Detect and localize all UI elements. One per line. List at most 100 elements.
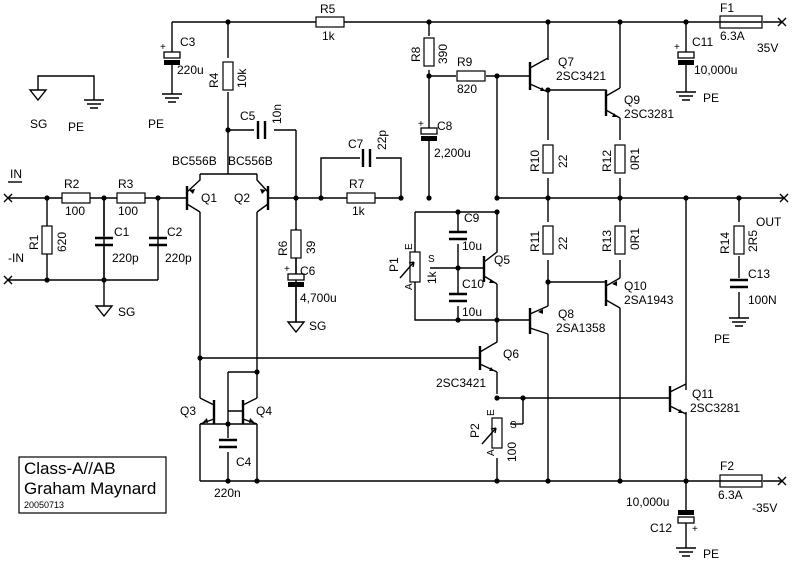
q2-ref: Q2: [234, 191, 250, 205]
capacitor-c4: [219, 438, 237, 449]
q1-ref: Q1: [201, 191, 217, 205]
p1-pin-a: A: [404, 283, 415, 290]
fuse-f1: [719, 15, 763, 29]
title-line1: Class-A//AB: [24, 459, 116, 478]
junction-dots: [44, 19, 742, 484]
resistor-r14: [733, 225, 745, 255]
sg-ground-icon: [94, 305, 114, 318]
transistor-q8: [528, 305, 549, 335]
c8-value: 2,200u: [434, 146, 471, 160]
p2-pin-s: S: [510, 420, 517, 431]
p2-value: 100: [505, 442, 519, 462]
c13-ref: C13: [748, 267, 770, 281]
c1-value: 220p: [112, 251, 139, 265]
resistor-r1: [41, 225, 53, 255]
sg-label: SG: [118, 305, 135, 319]
capacitor-c10: [449, 292, 467, 303]
c1-ref: C1: [114, 225, 130, 239]
transistor-q10: [604, 277, 621, 309]
r7-ref: R7: [349, 177, 365, 191]
f1-ref: F1: [720, 1, 734, 15]
terminals: IN -IN OUT 35V -35V: [3, 17, 789, 515]
sg-ground-icon: [286, 321, 306, 334]
r5-value: 1k: [322, 29, 336, 43]
r8-value: 390: [436, 44, 450, 64]
capacitor-c3: [163, 42, 181, 72]
f2-ref: F2: [720, 459, 734, 473]
resistor-r7: [346, 192, 376, 204]
pe-ground-icon: [676, 91, 696, 101]
q7-ref: Q7: [558, 55, 574, 69]
c3-ref: C3: [180, 35, 196, 49]
r8-ref: R8: [409, 46, 423, 62]
transistor-q9: [604, 87, 621, 119]
pe-label: PE: [703, 547, 719, 561]
q9-ref: Q9: [624, 93, 640, 107]
r12-ref: R12: [600, 150, 614, 172]
title-block: Class-A//AB Graham Maynard 20050713: [18, 456, 167, 514]
r10-ref: R10: [528, 150, 542, 172]
pot-p2: [481, 417, 503, 449]
resistor-r11: [542, 225, 554, 255]
q11-type: 2SC3281: [690, 401, 740, 415]
c7-ref: C7: [348, 137, 364, 151]
c12-plus: +: [692, 524, 698, 535]
q3-ref: Q3: [180, 404, 196, 418]
p1-ref: P1: [387, 257, 401, 272]
r4-ref: R4: [207, 72, 221, 88]
p1-pin-s: S: [428, 254, 435, 265]
transistors: Q1 BC556B Q2 BC556B Q3 Q4 Q5: [172, 55, 740, 425]
transistor-q5: [482, 240, 498, 285]
pe-label: PE: [703, 91, 719, 105]
c11-plus: +: [674, 42, 680, 53]
transistor-q1: [185, 174, 201, 213]
capacitor-c2: [149, 236, 167, 247]
p2-ref: P2: [468, 423, 482, 438]
r11-value: 22: [556, 236, 570, 250]
p1-value: 1k: [425, 270, 439, 284]
pe-label: PE: [714, 332, 730, 346]
pe-ground-icon: [729, 317, 749, 327]
r9-ref: R9: [457, 55, 473, 69]
q5-ref: Q5: [494, 253, 510, 267]
pe-ground-icon: [676, 547, 696, 557]
resistor-r8: [423, 37, 435, 67]
r11-ref: R11: [528, 231, 542, 252]
r3-value: 100: [118, 204, 138, 218]
c13-value: 100N: [748, 293, 777, 307]
pot-p1: [399, 251, 421, 283]
v-pos-terminal-icon: [777, 17, 787, 27]
transistor-q7: [528, 57, 549, 93]
sg-label: SG: [309, 319, 326, 333]
p1-pin-e: E: [404, 243, 415, 250]
c7-value: 22p: [375, 130, 389, 150]
q10-type: 2SA1943: [624, 293, 674, 307]
c4-value: 220n: [214, 486, 241, 500]
c2-value: 220p: [165, 251, 192, 265]
resistor-r10: [542, 144, 554, 174]
resistor-r12: [614, 144, 626, 174]
potentiometers: P1 E A S 1k P2 E A S 100: [387, 243, 519, 462]
resistor-r6: [290, 229, 302, 259]
c11-value: 10,000u: [694, 63, 737, 77]
capacitor-c5: [256, 121, 267, 139]
capacitor-c12: [677, 481, 695, 528]
r13-value: 0R1: [628, 228, 642, 250]
c6-plus: +: [284, 264, 290, 275]
r13-ref: R13: [600, 230, 614, 252]
capacitor-c8: [420, 127, 438, 148]
resistor-r13: [614, 225, 626, 255]
r6-ref: R6: [276, 240, 290, 256]
q10-ref: Q10: [624, 279, 647, 293]
q1-type: BC556B: [172, 154, 217, 168]
c3-value: 220u: [177, 63, 204, 77]
v-neg-terminal-icon: [777, 476, 787, 486]
resistor-r4: [222, 61, 234, 91]
c12-ref: C12: [650, 521, 672, 535]
capacitor-c1: [95, 198, 113, 280]
c11-ref: C11: [692, 35, 713, 49]
q8-type: 2SA1358: [556, 321, 606, 335]
p2-pin-e: E: [486, 409, 497, 416]
r12-value: 0R1: [628, 148, 642, 170]
